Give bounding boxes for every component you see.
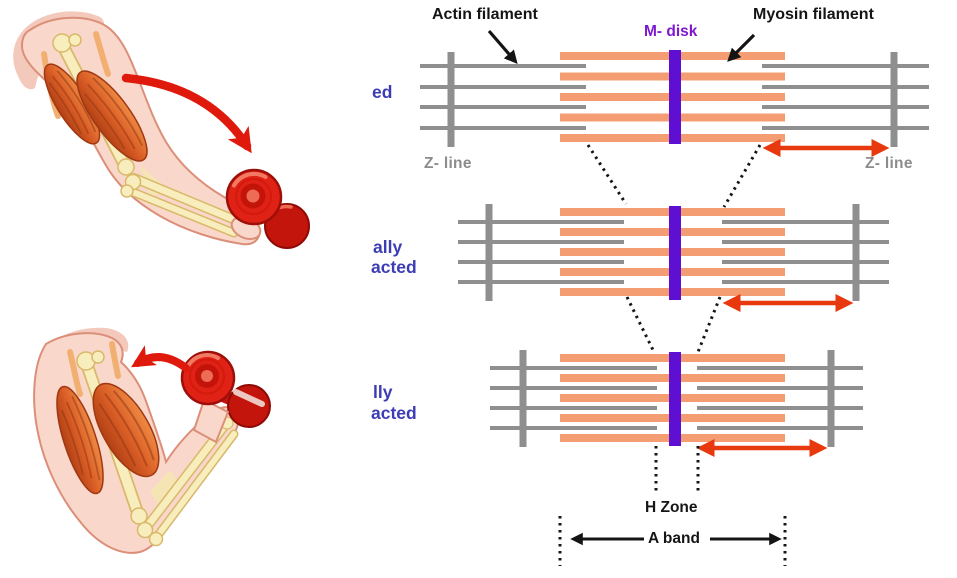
motion-arrow-down (121, 73, 252, 154)
motion-arrow-up (131, 345, 190, 372)
state-relaxed-label: ed (372, 82, 393, 102)
dumbbell (225, 168, 310, 249)
m-disk-label: M- disk (644, 23, 698, 40)
h-zone-label: H Zone (645, 499, 698, 516)
a-band-label: A band (648, 530, 700, 547)
dumbbell-back-plate (264, 203, 310, 249)
biceps-muscle (92, 382, 160, 478)
forearm-bones (136, 416, 239, 547)
state-partially-contracted-label-2: acted (371, 257, 417, 277)
z-line-left-label: Z- line (424, 155, 472, 172)
tendon-strips (67, 341, 121, 397)
elbow-tendon (150, 470, 180, 506)
myosin-filament-label: Myosin filament (753, 6, 874, 23)
state-fully-contracted-label-1: lly (373, 382, 393, 402)
biceps-muscle (76, 70, 148, 162)
actin-filaments (458, 220, 889, 284)
triceps-muscle (56, 385, 104, 495)
state-partially-contracted-label-1: ally (373, 237, 403, 257)
state-fully-contracted-label-2: acted (371, 403, 417, 423)
sarcomere-fully-contracted (490, 350, 863, 457)
wrist (192, 398, 230, 444)
m-disk-bar (669, 50, 681, 144)
sarcomere-partially-contracted (458, 204, 889, 312)
actin-filaments (420, 64, 929, 130)
m-disk-bar (669, 206, 681, 300)
guide-dotted-lines (558, 144, 787, 566)
sarcomere-relaxed (420, 50, 929, 157)
dumbbell (180, 350, 271, 444)
label-pointer-arrows (487, 29, 756, 65)
myosin-pointer-arrow (727, 33, 756, 62)
arm-extended-illustration (13, 11, 310, 249)
m-disk-bar (669, 352, 681, 446)
triceps-muscle (43, 63, 101, 145)
actin-filaments (490, 366, 863, 430)
actin-pointer-arrow (487, 29, 518, 65)
actin-filament-label: Actin filament (432, 6, 538, 23)
z-line-right-label: Z- line (865, 155, 913, 172)
arm-flexed-illustration (33, 327, 271, 554)
forearm-bones (120, 173, 245, 238)
